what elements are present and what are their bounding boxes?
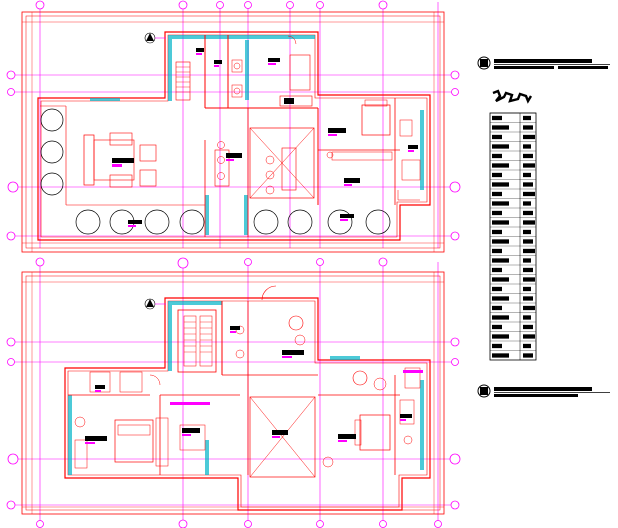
legend-table bbox=[489, 112, 537, 361]
upper-floor-plan bbox=[21, 11, 445, 253]
legend-row-code bbox=[523, 229, 531, 235]
legend-row-label bbox=[492, 315, 509, 320]
legend-row-label bbox=[492, 267, 502, 273]
legend-row-code bbox=[523, 210, 533, 216]
legend-row-code bbox=[523, 134, 535, 140]
legend-row-label bbox=[492, 153, 502, 159]
legend-row-code bbox=[523, 115, 531, 121]
legend-row-label bbox=[492, 296, 509, 301]
legend-row-code bbox=[523, 286, 531, 292]
legend-row-code bbox=[523, 201, 531, 206]
legend-row-label bbox=[492, 182, 509, 187]
plan-title-lower bbox=[477, 384, 610, 398]
legend-row-label bbox=[492, 248, 502, 254]
legend-row-code bbox=[523, 220, 535, 225]
legend-row-code bbox=[523, 163, 535, 168]
legend-row-label bbox=[492, 239, 509, 244]
lower-floor-plan bbox=[21, 271, 445, 515]
legend-row-code bbox=[523, 324, 533, 330]
legend-row-code bbox=[523, 296, 533, 301]
legend-row-label bbox=[492, 286, 502, 292]
legend-row-code bbox=[523, 172, 531, 178]
grid-bubbles bbox=[6, 0, 461, 528]
legend-row-label bbox=[492, 163, 509, 168]
legend-row-code bbox=[523, 315, 531, 320]
legend-row-label bbox=[492, 144, 509, 149]
legend-row-label bbox=[492, 258, 509, 263]
legend-row-code bbox=[523, 191, 535, 197]
legend-row-label bbox=[492, 343, 502, 349]
legend-row-label bbox=[492, 305, 502, 311]
legend-row-label bbox=[492, 324, 502, 330]
legend-row-label bbox=[492, 172, 502, 178]
legend-row-label bbox=[492, 277, 509, 282]
legend-row-code bbox=[523, 334, 535, 339]
legend-row-label bbox=[492, 115, 502, 121]
legend-row-code bbox=[523, 353, 533, 358]
legend-row-code bbox=[523, 239, 533, 244]
legend-row-code bbox=[523, 258, 531, 263]
legend-title bbox=[492, 89, 533, 104]
legend-row-label bbox=[492, 220, 509, 225]
legend-row-code bbox=[523, 182, 533, 187]
legend-row-code bbox=[523, 343, 531, 349]
legend-row-label bbox=[492, 229, 502, 235]
legend-row-label bbox=[492, 353, 509, 358]
legend-row-label bbox=[492, 134, 502, 140]
legend-row-code bbox=[523, 144, 531, 149]
legend-row-label bbox=[492, 125, 509, 130]
legend-row-code bbox=[523, 125, 533, 130]
legend-row-code bbox=[523, 305, 535, 311]
legend-row-code bbox=[523, 153, 533, 159]
legend-row-label bbox=[492, 334, 509, 339]
legend-row-label bbox=[492, 210, 502, 216]
plan-title-upper bbox=[477, 56, 610, 70]
legend-row-label bbox=[492, 191, 502, 197]
legend-row-label bbox=[492, 201, 509, 206]
grid-axes bbox=[10, 2, 458, 526]
legend-row-code bbox=[523, 277, 535, 282]
legend-row-code bbox=[523, 248, 535, 254]
legend-row-code bbox=[523, 267, 533, 273]
